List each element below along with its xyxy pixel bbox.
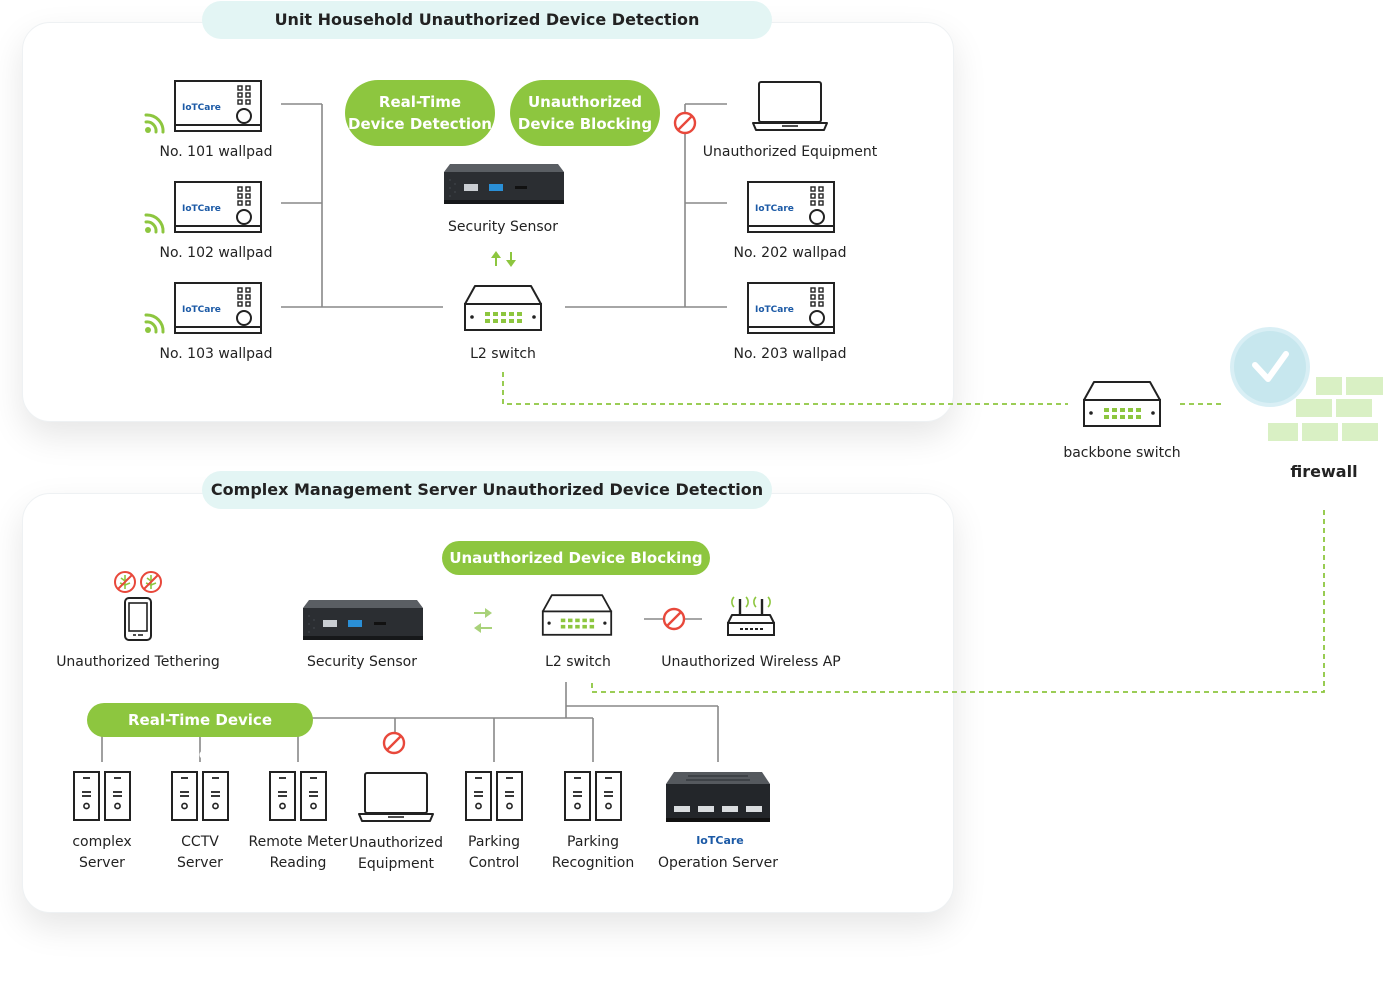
wallpad-101-label: No. 101 wallpad <box>159 144 273 160</box>
smartphone-icon <box>123 596 153 642</box>
wifi-icon <box>143 310 169 334</box>
unauthorized-wireless-ap-label: Unauthorized Wireless AP <box>661 654 841 670</box>
server-icon <box>464 770 524 822</box>
wireless-ap-icon <box>726 593 776 639</box>
security-sensor-label: Security Sensor <box>307 654 417 670</box>
unauthorized-tethering-label: Unauthorized Tethering <box>56 654 220 670</box>
operation-server-label: Operation Server <box>657 855 779 871</box>
iotcare-logo: IoTCare <box>182 103 221 113</box>
backbone-switch-icon <box>1082 380 1162 428</box>
no-entry-icon <box>382 731 406 755</box>
server-icon <box>268 770 328 822</box>
realtime-badge-line1: Real-Time <box>378 93 462 111</box>
realtime-badge-line2: Device Detection <box>348 115 492 133</box>
wallpad-202-label: No. 202 wallpad <box>733 245 847 261</box>
iotcare-logo: IoTCare <box>182 305 221 315</box>
laptop-icon <box>358 771 434 823</box>
l2-switch-label: L2 switch <box>470 346 536 362</box>
wifi-icon <box>143 110 169 134</box>
firewall-icon <box>1230 327 1383 441</box>
no-antenna-icon <box>113 570 137 594</box>
complex-title: Complex Management Server Unauthorized D… <box>202 471 772 509</box>
parking-recognition-label: Parking Recognition <box>551 834 635 871</box>
no-entry-icon <box>662 607 686 631</box>
wallpad-203-label: No. 203 wallpad <box>733 346 847 362</box>
realtime-detection-badge: Real-Time Device Detection <box>87 703 313 763</box>
unauthorized-equipment-label: Unauthorized Equipment <box>349 835 443 872</box>
server-icon <box>170 770 230 822</box>
unauthorized-equipment-label: Unauthorized Equipment <box>702 144 878 160</box>
complex-server-label: complex Server <box>72 834 132 871</box>
device-blocking-badge: Unauthorized Device Blocking <box>510 80 660 146</box>
security-sensor-icon <box>301 598 425 642</box>
l2-switch-label: L2 switch <box>545 654 611 670</box>
security-sensor-label: Security Sensor <box>448 219 558 235</box>
operation-server-icon <box>664 770 772 824</box>
no-antenna-icon <box>139 570 163 594</box>
no-entry-icon <box>673 111 697 135</box>
l2-switch-icon <box>463 284 543 332</box>
iotcare-logo: IoTCare <box>696 834 744 847</box>
household-title: Unit Household Unauthorized Device Detec… <box>202 1 772 39</box>
server-icon <box>72 770 132 822</box>
iotcare-logo: IoTCare <box>755 204 794 214</box>
wifi-icon <box>143 210 169 234</box>
blocking-badge-line2: Device Blocking <box>517 115 653 133</box>
realtime-detection-badge: Real-Time Device Detection <box>345 80 495 146</box>
parking-control-label: Parking Control <box>468 834 520 871</box>
wallpad-103-label: No. 103 wallpad <box>159 346 273 362</box>
cctv-server-label: CCTV Server <box>177 834 223 871</box>
blocking-badge-line1: Unauthorized <box>528 93 642 111</box>
wallpad-102-label: No. 102 wallpad <box>159 245 273 261</box>
iotcare-logo: IoTCare <box>755 305 794 315</box>
backbone-switch-label: backbone switch <box>1063 445 1181 461</box>
l2-switch-icon <box>541 592 613 638</box>
security-sensor-icon <box>442 162 566 206</box>
firewall-label: firewall <box>1290 462 1358 481</box>
laptop-icon <box>752 80 828 132</box>
remote-meter-reading-label: Remote Meter Reading <box>248 834 348 871</box>
server-icon <box>563 770 623 822</box>
device-blocking-badge: Unauthorized Device Blocking <box>442 541 710 575</box>
iotcare-logo: IoTCare <box>182 204 221 214</box>
